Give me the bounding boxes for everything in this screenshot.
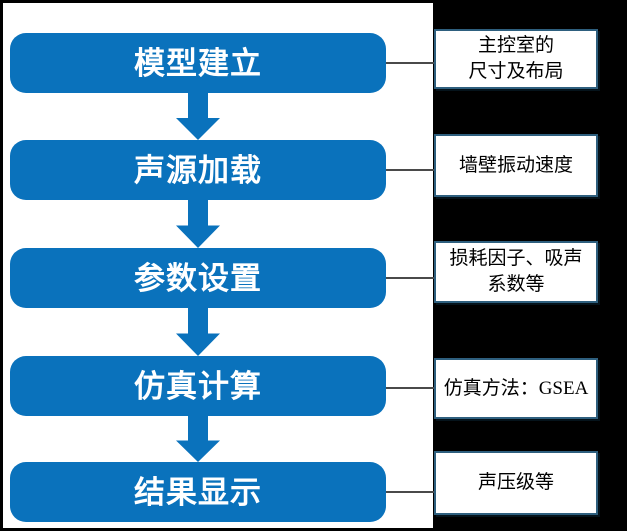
annotation-box-model-building: 主控室的 尺寸及布局 xyxy=(434,29,598,89)
connector-line xyxy=(386,62,434,64)
process-step-result-display: 结果显示 xyxy=(10,462,386,522)
process-label: 模型建立 xyxy=(134,45,262,81)
annotation-box-source-loading: 墙壁振动速度 xyxy=(434,134,598,197)
connector-line xyxy=(386,387,434,389)
process-label: 声源加载 xyxy=(134,152,262,188)
process-step-source-loading: 声源加载 xyxy=(10,140,386,200)
annotation-text: 损耗因子、吸声 系数等 xyxy=(449,248,583,295)
annotation-text: 声压级等 xyxy=(477,472,554,494)
annotation-text: 主控室的 尺寸及布局 xyxy=(468,35,564,82)
process-step-model-building: 模型建立 xyxy=(10,33,386,93)
process-label: 结果显示 xyxy=(134,474,262,510)
annotation-box-simulation-method: 仿真方法：GSEA xyxy=(434,358,598,419)
arrow-down-icon xyxy=(175,416,221,462)
process-label: 仿真计算 xyxy=(134,368,262,404)
process-step-parameter-setting: 参数设置 xyxy=(10,248,386,308)
process-step-simulation-calculation: 仿真计算 xyxy=(10,356,386,416)
arrow-down-icon xyxy=(175,308,221,356)
connector-line xyxy=(386,169,434,171)
connector-line xyxy=(386,277,434,279)
process-label: 参数设置 xyxy=(134,260,262,296)
arrow-down-icon xyxy=(175,93,221,140)
arrow-down-icon xyxy=(175,200,221,248)
annotation-text: 墙壁振动速度 xyxy=(458,154,573,176)
annotation-box-parameter-setting: 损耗因子、吸声 系数等 xyxy=(434,241,598,303)
connector-line xyxy=(386,491,434,493)
annotation-box-result-display: 声压级等 xyxy=(434,451,598,515)
annotation-text: 仿真方法：GSEA xyxy=(443,377,589,399)
